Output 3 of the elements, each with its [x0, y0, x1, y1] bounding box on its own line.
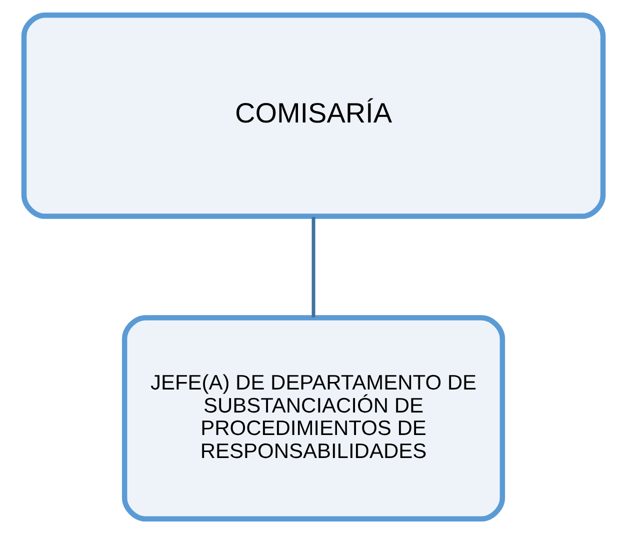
connector	[311, 217, 315, 318]
node-box: COMISARÍA	[20, 12, 606, 219]
node-box: JEFE(A) DE DEPARTAMENTO DE SUBSTANCIACIÓN DE PROCEDIMIENTOS DE RESPONSABILIDADES	[121, 315, 505, 522]
